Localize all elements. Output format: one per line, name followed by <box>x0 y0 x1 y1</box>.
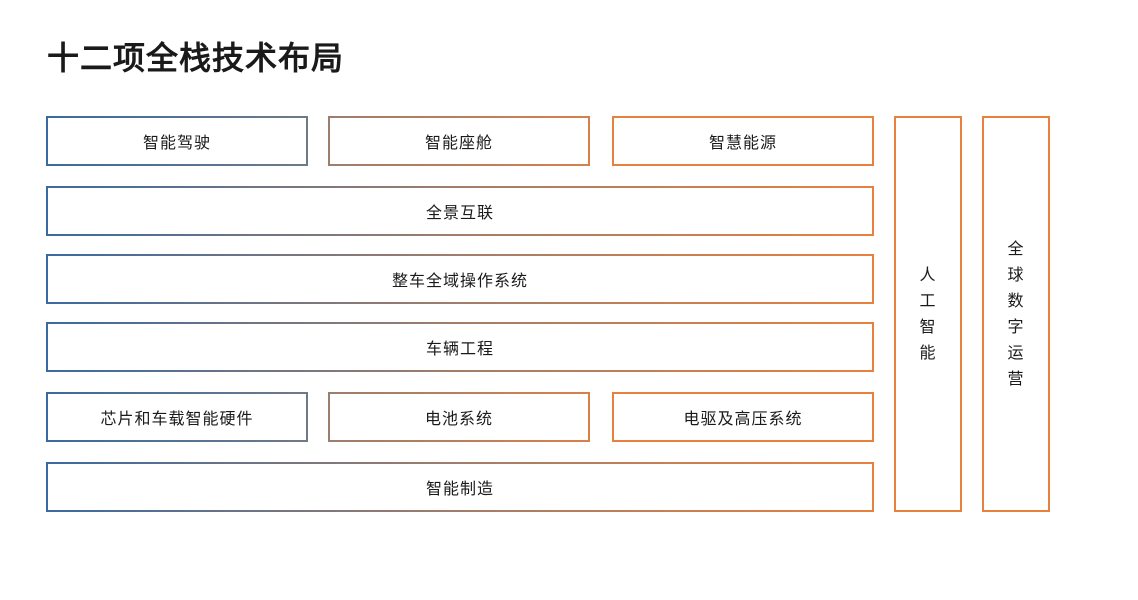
char: 人 <box>919 265 937 284</box>
box-smart-manufacturing: 智能制造 <box>46 462 874 512</box>
page-title: 十二项全栈技术布局 <box>47 39 345 77</box>
box-label: 电池系统 <box>424 409 493 428</box>
char: 全 <box>1007 239 1025 258</box>
box-label: 全景互联 <box>425 203 494 222</box>
box-edrive-hv-system: 电驱及高压系统 <box>612 392 874 442</box>
box-label: 智慧能源 <box>708 133 777 152</box>
char: 工 <box>919 291 937 310</box>
box-label: 智能座舱 <box>424 133 493 152</box>
box-label: 智能制造 <box>425 479 494 498</box>
column-label: 全 球 数 字 运 营 <box>1007 236 1024 392</box>
box-battery-system: 电池系统 <box>328 392 590 442</box>
char: 字 <box>1007 317 1025 336</box>
box-label: 整车全域操作系统 <box>391 271 528 290</box>
char: 运 <box>1007 343 1025 362</box>
column-global-digital-operations: 全 球 数 字 运 营 <box>982 116 1050 512</box>
char: 营 <box>1007 369 1025 388</box>
char: 能 <box>919 343 937 362</box>
box-chips-hardware: 芯片和车载智能硬件 <box>46 392 308 442</box>
char: 智 <box>919 317 937 336</box>
box-intelligent-driving: 智能驾驶 <box>46 116 308 166</box>
char: 数 <box>1007 291 1025 310</box>
column-artificial-intelligence: 人 工 智 能 <box>894 116 962 512</box>
box-smart-energy: 智慧能源 <box>612 116 874 166</box>
box-label: 智能驾驶 <box>142 133 211 152</box>
box-panoramic-connectivity: 全景互联 <box>46 186 874 236</box>
box-label: 电驱及高压系统 <box>683 409 803 428</box>
box-label: 车辆工程 <box>425 339 494 358</box>
box-vehicle-os: 整车全域操作系统 <box>46 254 874 304</box>
box-intelligent-cockpit: 智能座舱 <box>328 116 590 166</box>
column-label: 人 工 智 能 <box>919 262 936 366</box>
char: 球 <box>1007 265 1025 284</box>
box-label: 芯片和车载智能硬件 <box>100 409 254 428</box>
box-vehicle-engineering: 车辆工程 <box>46 322 874 372</box>
